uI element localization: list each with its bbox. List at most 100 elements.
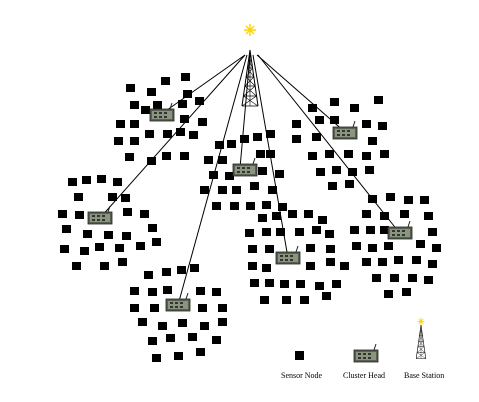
sensor-node: [416, 240, 425, 248]
sensor-node: [262, 228, 271, 236]
sensor-node: [374, 96, 383, 104]
sensor-node: [83, 230, 92, 238]
sensor-node: [280, 280, 289, 288]
sensor-node: [394, 256, 403, 264]
sensor-node: [104, 231, 113, 239]
sensor-node: [380, 226, 389, 234]
sensor-node: [262, 264, 271, 272]
sensor-node: [166, 334, 175, 342]
antenna-signal-icon: [243, 23, 257, 37]
sensor-node: [130, 304, 139, 312]
sensor-node: [144, 271, 153, 279]
sensor-node: [152, 238, 161, 246]
sensor-node: [114, 137, 123, 145]
sensor-node: [378, 122, 387, 130]
sensor-node: [195, 97, 204, 105]
sensor-node: [212, 336, 221, 344]
sensor-node: [190, 264, 199, 272]
cluster-head-icon: [232, 157, 258, 177]
sensor-node: [130, 101, 139, 109]
sensor-node: [163, 130, 172, 138]
sensor-node: [161, 77, 170, 85]
sensor-node: [153, 101, 162, 109]
sensor-node: [240, 135, 249, 143]
sensor-node: [326, 245, 335, 253]
sensor-node: [318, 216, 327, 224]
sensor-node: [145, 130, 154, 138]
sensor-node: [288, 210, 297, 218]
sensor-node: [268, 186, 277, 194]
sensor-node: [325, 230, 334, 238]
sensor-node: [386, 193, 395, 201]
sensor-node: [368, 137, 377, 145]
sensor-node: [218, 304, 227, 312]
sensor-node: [265, 245, 274, 253]
sensor-node: [384, 242, 393, 250]
sensor-node: [292, 135, 301, 143]
sensor-node: [180, 152, 189, 160]
sensor-node: [163, 286, 172, 294]
sensor-node: [95, 243, 104, 251]
sensor-node: [380, 212, 389, 220]
sensor-node: [177, 266, 186, 274]
sensor-node: [227, 140, 236, 148]
sensor-node: [304, 210, 313, 218]
sensor-node: [58, 210, 67, 218]
sensor-node: [362, 120, 371, 128]
sensor-node: [402, 288, 411, 296]
sensor-node: [60, 245, 69, 253]
sensor-node: [278, 203, 287, 211]
sensor-node: [225, 172, 234, 180]
sensor-node: [276, 228, 285, 236]
sensor-node: [204, 156, 213, 164]
sensor-node: [424, 212, 433, 220]
sensor-node: [328, 182, 337, 190]
sensor-node: [332, 280, 341, 288]
sensor-node: [400, 210, 409, 218]
sensor-node: [162, 152, 171, 160]
sensor-node: [68, 178, 77, 186]
sensor-node: [315, 282, 324, 290]
lattice-tower-icon: [241, 49, 259, 107]
base-station-legend-icon: [415, 317, 427, 359]
sensor-node: [97, 175, 106, 183]
sensor-node: [130, 287, 139, 295]
sensor-node: [253, 133, 262, 141]
sensor-node: [250, 182, 259, 190]
legend-cluster-head: Cluster Head: [343, 371, 385, 380]
sensor-node: [232, 186, 241, 194]
sensor-node: [325, 150, 334, 158]
sensor-node-legend-icon: [295, 351, 304, 360]
sensor-nodes: [58, 73, 441, 362]
sensor-node: [326, 258, 335, 266]
sensor-node: [215, 141, 224, 149]
sensor-node: [148, 288, 157, 296]
sensor-node: [248, 245, 257, 253]
sensor-node: [74, 193, 83, 201]
sensor-node: [260, 296, 269, 304]
sensor-node: [62, 225, 71, 233]
sensor-node: [424, 276, 433, 284]
sensor-node: [420, 196, 429, 204]
sensor-node: [196, 348, 205, 356]
sensor-node: [312, 133, 321, 141]
legend-sensor-node: Sensor Node: [281, 371, 323, 380]
sensor-node: [266, 130, 275, 138]
cluster-head-icon: [275, 245, 301, 265]
sensor-node: [315, 116, 324, 124]
sensor-node: [148, 337, 157, 345]
sensor-node: [404, 196, 413, 204]
sensor-node: [306, 262, 315, 270]
sensor-node: [368, 244, 377, 252]
sensor-node: [256, 150, 265, 158]
sensor-node: [248, 262, 257, 270]
sensor-node: [150, 304, 159, 312]
sensor-node: [380, 150, 389, 158]
sensor-node: [230, 202, 239, 210]
sensor-node: [412, 256, 421, 264]
sensor-node: [147, 88, 156, 96]
sensor-node: [180, 115, 189, 123]
cluster-head-legend-icon: [353, 343, 379, 363]
sensor-node: [218, 318, 227, 326]
sensor-node: [130, 137, 139, 145]
